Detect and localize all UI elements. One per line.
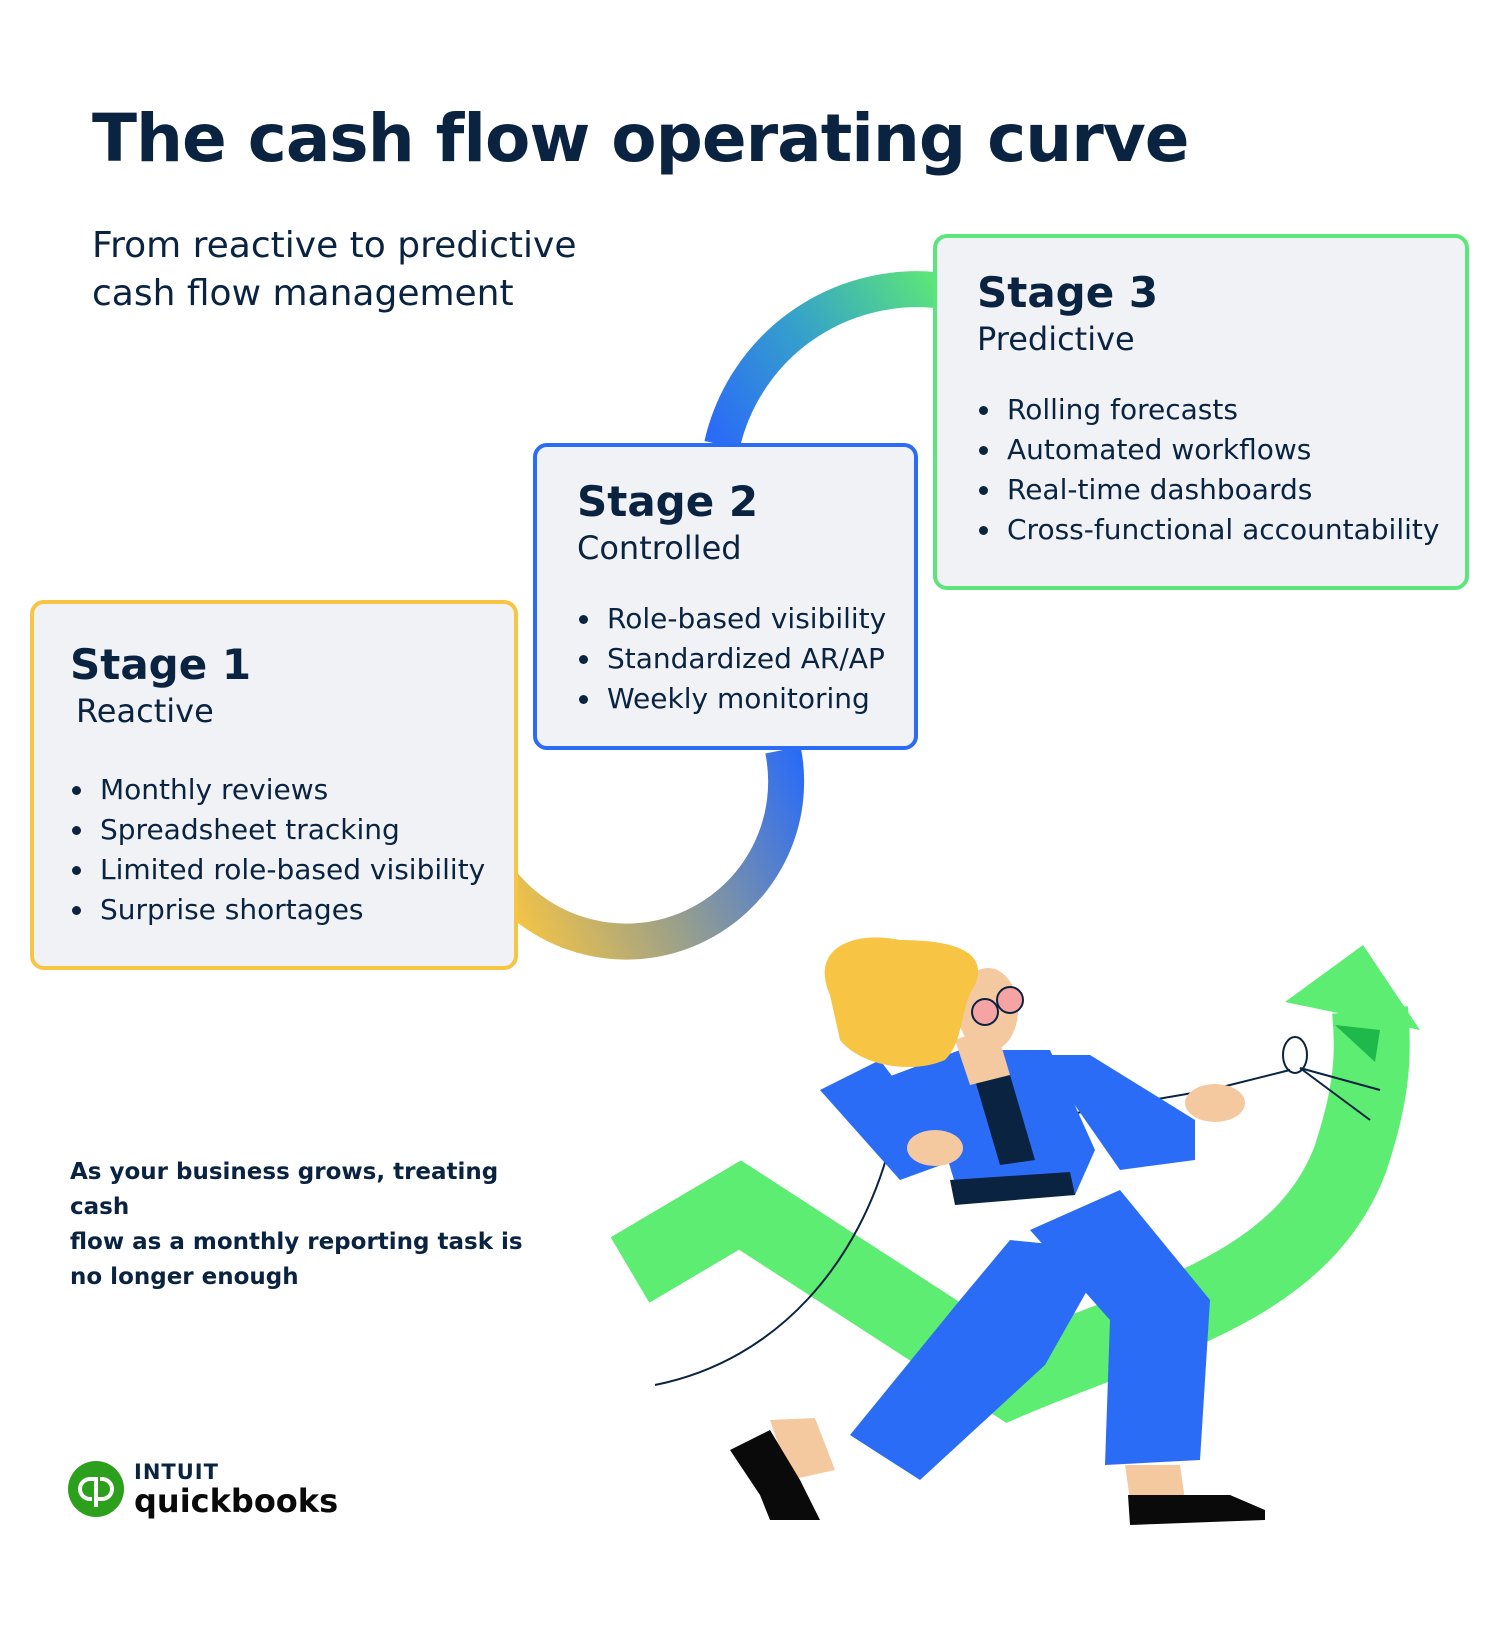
rope-tail-1 [1299,1067,1381,1091]
page-title: The cash flow operating curve [92,100,1190,177]
glasses-lens-1 [971,998,999,1026]
list-item: Surprise shortages [70,890,485,930]
list-item: Spreadsheet tracking [70,810,485,850]
rope-knot [1282,1036,1308,1074]
subtitle-line-1: From reactive to predictive [92,225,577,266]
front-arm [1040,1055,1195,1170]
back-hand [907,1130,963,1166]
stage-card-2: Stage 2 Controlled Role-based visibility… [533,443,918,750]
stage-subtitle: Controlled [577,529,742,567]
growth-arrow-line [610,1006,1410,1423]
stage-item-list: Role-based visibility Standardized AR/AP… [577,599,886,719]
list-item: Limited role-based visibility [70,850,485,890]
stage-title: Stage 3 [977,268,1159,317]
list-item: Weekly monitoring [577,679,886,719]
stage-title: Stage 1 [70,640,252,689]
glasses-lens-2 [996,986,1024,1014]
shirt [975,1075,1035,1165]
connector-stage1-stage2 [485,746,805,960]
list-item: Monthly reviews [70,770,485,810]
page-subtitle: From reactive to predictive cash flow ma… [92,222,652,318]
front-leg [1030,1190,1210,1465]
stage-item-list: Rolling forecasts Automated workflows Re… [977,390,1439,550]
list-item: Cross-functional accountability [977,510,1439,550]
list-item: Standardized AR/AP [577,639,886,679]
hair [824,937,979,1068]
logo-intuit-text: INTUIT [134,1459,219,1484]
quickbooks-icon [68,1461,124,1517]
growth-note: As your business grows, treating cash fl… [70,1155,540,1295]
logo-product-text: quickbooks [134,1481,339,1520]
front-shoe [1128,1495,1265,1525]
stage-subtitle: Reactive [76,692,214,730]
front-ankle [1125,1465,1185,1500]
note-line-1: As your business grows, treating cash [70,1159,499,1220]
list-item: Role-based visibility [577,599,886,639]
stage-title: Stage 2 [577,477,759,526]
list-item: Automated workflows [977,430,1439,470]
belt [950,1172,1075,1205]
rope-tail-2 [1299,1067,1371,1121]
front-hand [1185,1084,1245,1122]
list-item: Real-time dashboards [977,470,1439,510]
subtitle-line-2: cash flow management [92,273,514,314]
woman-pulling-growth-arrow-illustration [610,937,1420,1525]
jacket [880,1050,1095,1200]
quickbooks-logo: INTUIT quickbooks [68,1458,338,1520]
back-leg [850,1240,1110,1480]
connector-stage2-stage3 [704,271,937,450]
stage-item-list: Monthly reviews Spreadsheet tracking Lim… [70,770,485,930]
growth-arrow-head [1285,945,1420,1030]
note-line-2: flow as a monthly reporting task is [70,1229,523,1255]
stage-subtitle: Predictive [977,320,1135,358]
back-shoe [730,1430,820,1520]
stage-card-1: Stage 1 Reactive Monthly reviews Spreads… [30,600,518,970]
growth-arrow-shadow [1335,1025,1380,1062]
list-item: Rolling forecasts [977,390,1439,430]
note-line-3: no longer enough [70,1264,299,1290]
stage-card-3: Stage 3 Predictive Rolling forecasts Aut… [933,234,1469,590]
